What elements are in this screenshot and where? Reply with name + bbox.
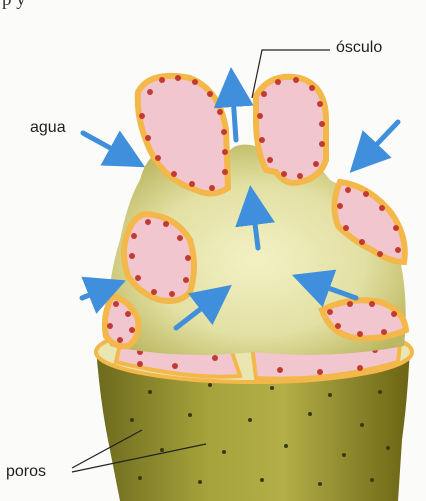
arrow-in-left-top: [83, 133, 132, 160]
arrow-out-osculum: [232, 82, 236, 140]
label-osculo: ósculo: [336, 40, 382, 56]
chamber-left-middle: [124, 214, 194, 301]
label-agua: agua: [30, 120, 66, 136]
chamber-right-lower: [322, 300, 406, 338]
arrow-in-right-top: [360, 122, 398, 162]
chamber-right-top: [256, 77, 326, 183]
arrow-in-left-bottom: [82, 286, 112, 298]
label-poros: poros: [6, 464, 46, 480]
